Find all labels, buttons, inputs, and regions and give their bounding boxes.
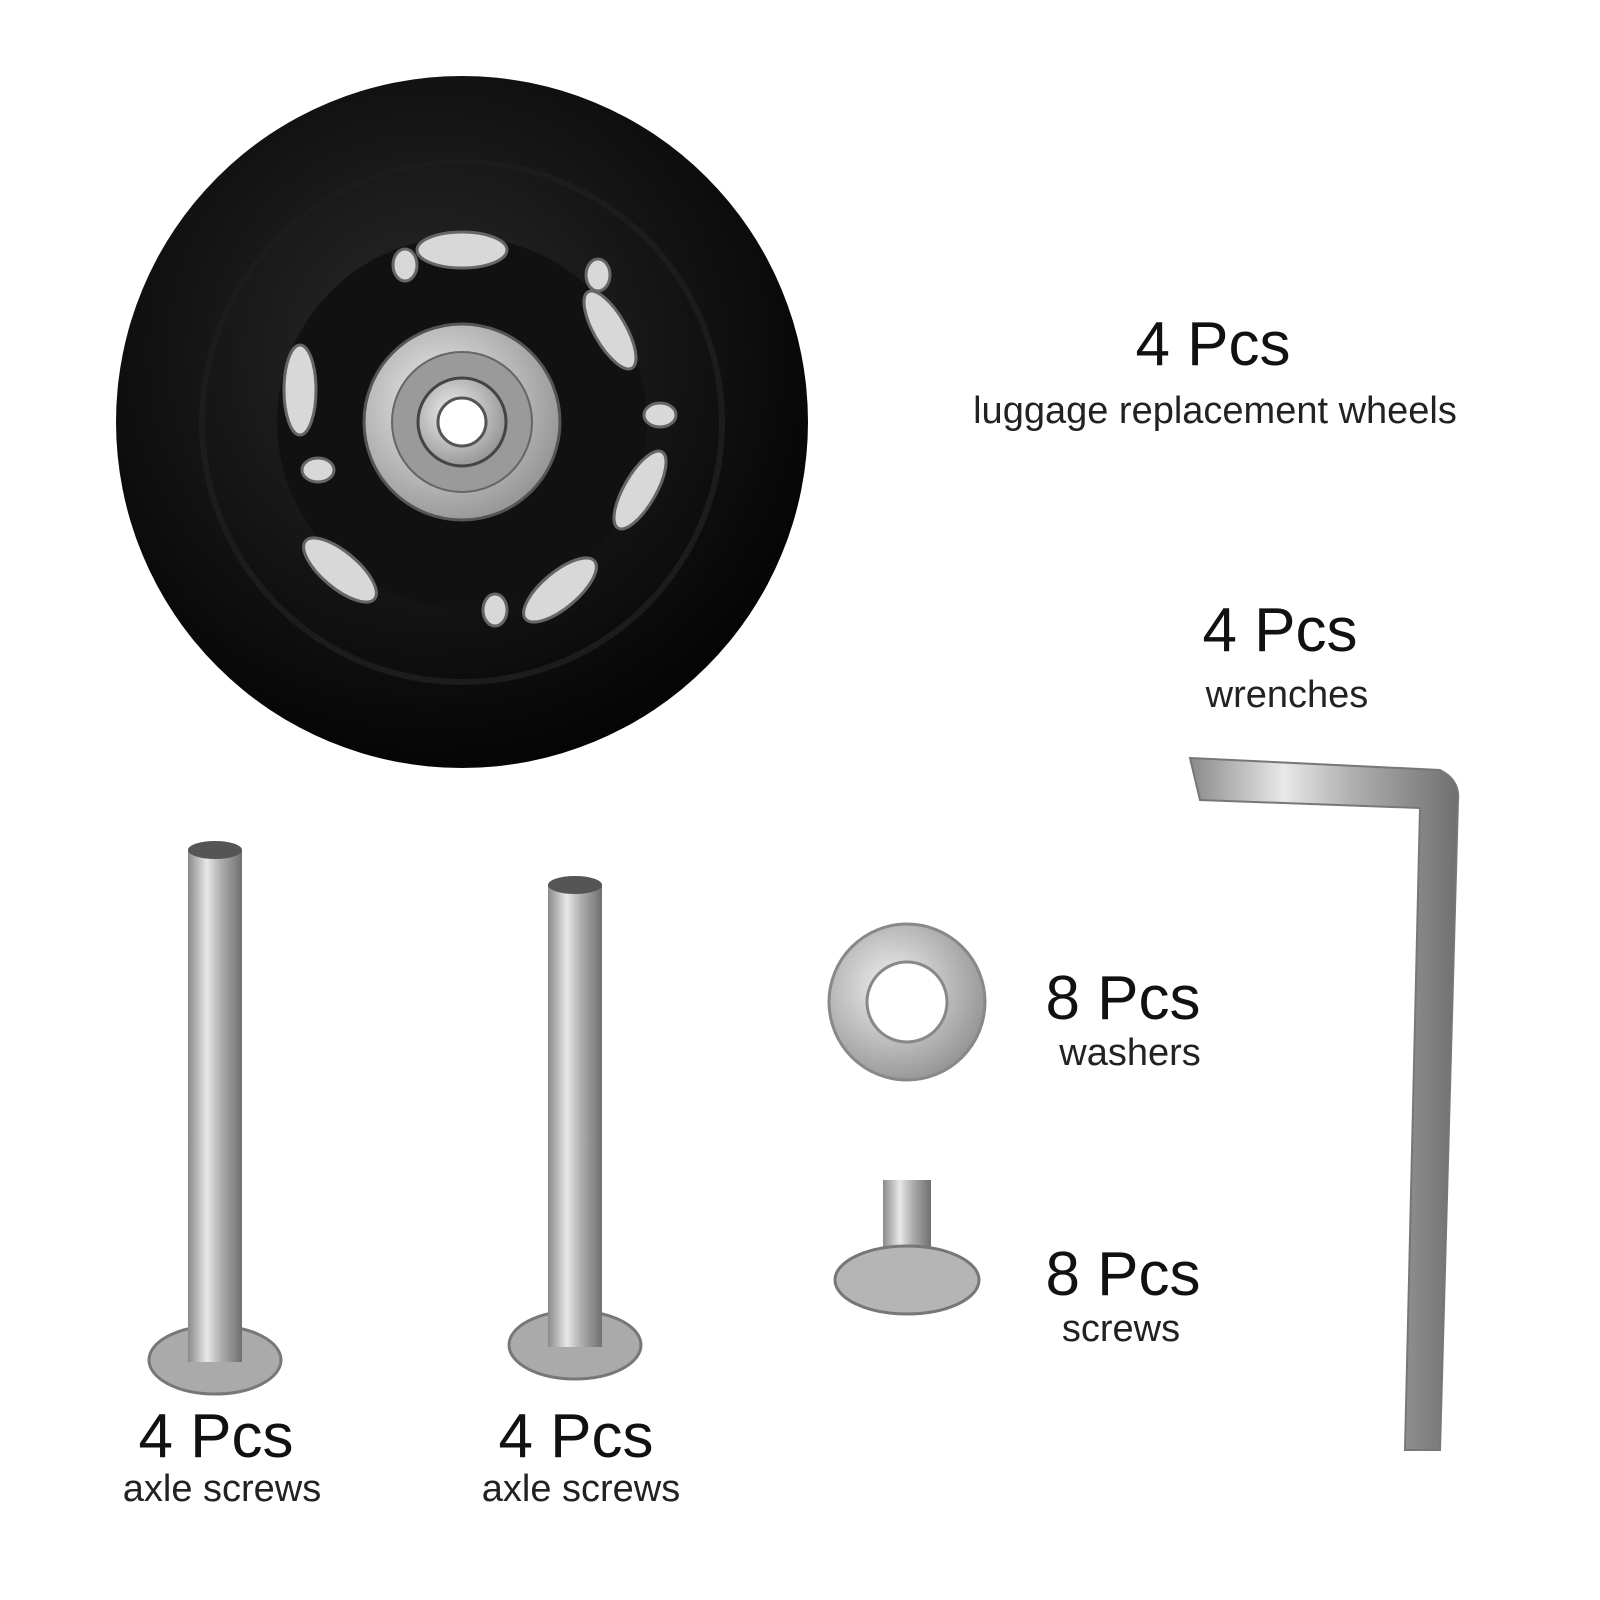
wheels-description: luggage replacement wheels <box>973 390 1457 432</box>
axle-screws-2-quantity: 4 Pcs <box>498 1402 654 1471</box>
wheels-quantity: 4 Pcs <box>1135 310 1291 379</box>
axle-screw-1 <box>147 841 283 1396</box>
washer <box>827 922 987 1082</box>
axle-screws-2-description: axle screws <box>481 1468 681 1510</box>
screws-description: screws <box>1061 1308 1181 1350</box>
luggage-wheel <box>116 76 808 768</box>
hex-wrench <box>1188 756 1460 1451</box>
axle-screw-2 <box>507 876 643 1381</box>
washers-description: washers <box>1059 1032 1201 1074</box>
wrenches-description: wrenches <box>1205 674 1369 716</box>
screw <box>833 1180 981 1316</box>
washers-quantity: 8 Pcs <box>1045 964 1201 1033</box>
screws-quantity: 8 Pcs <box>1045 1240 1201 1309</box>
axle-screws-1-description: axle screws <box>122 1468 322 1510</box>
axle-screws-1-quantity: 4 Pcs <box>138 1402 294 1471</box>
wrenches-quantity: 4 Pcs <box>1202 596 1358 665</box>
